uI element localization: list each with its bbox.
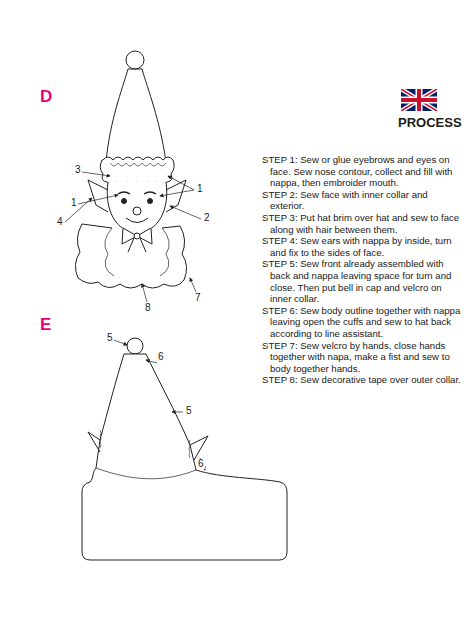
figure-letter: D <box>40 88 52 105</box>
step-text: STEP 6: Sew body outline together with n… <box>262 305 462 340</box>
callout-number: 7 <box>194 293 202 303</box>
step-text: STEP 7: Sew velcro by hands, close hands… <box>262 340 462 375</box>
callout-number: 8 <box>144 303 152 313</box>
elf-back <box>82 338 287 560</box>
step-text: STEP 8: Sew decorative tape over outer c… <box>262 374 462 386</box>
uk-flag <box>401 89 437 111</box>
callout-number: 2 <box>203 213 211 223</box>
leader-lines <box>114 340 205 470</box>
leader-lines <box>65 172 201 302</box>
step-text: STEP 2: Sew face with inner collar and e… <box>262 189 462 212</box>
callout-number: 3 <box>74 165 82 175</box>
callout-number: 4 <box>56 217 64 227</box>
callout-number: 6 <box>157 352 165 362</box>
callout-number: 1 <box>70 198 78 208</box>
figure-letter: E <box>40 316 51 333</box>
callout-number: 5 <box>185 406 193 416</box>
callout-number: 5 <box>106 333 114 343</box>
step-text: STEP 4: Sew ears with nappa by inside, t… <box>262 235 462 258</box>
step-text: STEP 5: Sew front already assembled with… <box>262 258 462 304</box>
step-text: STEP 3: Put hat brim over hat and sew to… <box>262 212 462 235</box>
callout-number: 6 <box>197 459 205 469</box>
callout-number: 1 <box>196 184 204 194</box>
step-text: STEP 1: Sew or glue eyebrows and eyes on… <box>262 154 462 189</box>
elf-front <box>75 51 186 288</box>
section-heading: PROCESS <box>398 116 462 129</box>
